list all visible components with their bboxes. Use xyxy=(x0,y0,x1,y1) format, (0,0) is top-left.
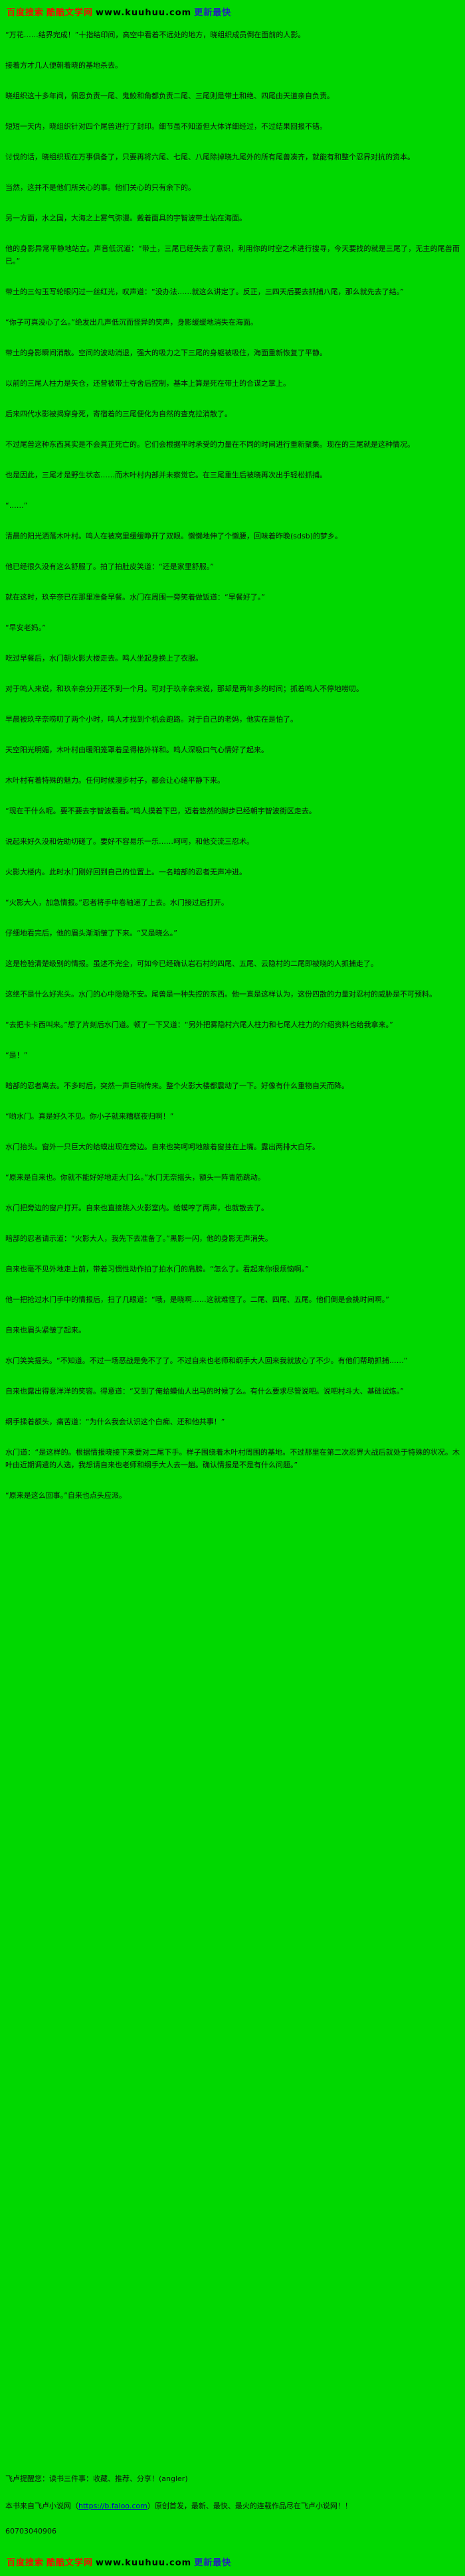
paragraph: 清晨的阳光洒落木叶村。鸣人在被窝里缓缓睁开了双眼。懒懒地伸了个懒腰，回味着昨晚(… xyxy=(5,532,343,540)
paragraph: 火影大楼内。此时水门刚好回到自己的位置上。一名暗部的忍者无声冲进。 xyxy=(5,868,246,876)
site-promo: 百度搜索 xyxy=(7,2558,45,2568)
site-name: 酷酷文学网 xyxy=(46,8,94,18)
paragraph: “你子可真没心了么。”绝发出几声低沉而怪异的笑声，身影缓缓地消失在海面。 xyxy=(5,318,258,327)
paragraph: 当然，这并不是他们所关心的事。他们关心的只有余下的。 xyxy=(5,183,195,192)
paragraph: 吃过早餐后，水门朝火影大楼走去。鸣人坐起身换上了衣服。 xyxy=(5,654,203,663)
paragraph: 水门道：“是这样的。根据情报晓接下来要对二尾下手。样子围绕着木叶村周围的基地。不… xyxy=(5,1448,460,1469)
paragraph: 水门抬头。窗外一只巨大的蛤蟆出现在旁边。自来也笑呵呵地敲着窗挂在上嘴。露出两排大… xyxy=(5,1143,320,1151)
paragraph: “……” xyxy=(5,501,28,510)
novel-body: “万花……结界完成！”十指结印间，高空中看着不远处的地方，晓组织成员倒在面前的人… xyxy=(5,22,460,2472)
site-slogan: 更新最快 xyxy=(194,8,232,18)
paragraph: 以前的三尾人柱力是矢仓，还曾被带土夺舍后控制，基本上算是死在带土的合谋之掌上。 xyxy=(5,379,290,388)
paragraph: 说起来好久没和佐助切磋了。要好不容易乐一乐……呵呵，和他交流三忍术。 xyxy=(5,837,254,846)
paragraph: 也是因此，三尾才是野生状态……而木叶村内部并未察觉它。在三尾重生后被晓再次出手轻… xyxy=(5,471,327,479)
paragraph: “去把卡卡西叫来。”想了片刻后水门道。顿了一下又道：“另外把雾隐村六尾人柱力和七… xyxy=(5,1020,393,1029)
site-name: 酷酷文学网 xyxy=(46,2558,94,2568)
paragraph: 早晨被玖辛奈唠叨了两个小时，鸣人才找到个机会跑路。对于自己的老妈，他实在是怕了。 xyxy=(5,715,298,724)
paragraph: 暗部的忍者离去。不多时后，突然一声巨响传来。整个火影大楼都震动了一下。好像有什么… xyxy=(5,1082,349,1090)
site-promo: 百度搜索 xyxy=(7,8,45,18)
paragraph: 他已经很久没有这么舒服了。拍了拍肚皮笑道：“还是家里舒服。” xyxy=(5,562,214,571)
paragraph: 自来也眉头紧皱了起来。 xyxy=(5,1326,86,1334)
source-prefix: 本书来自飞卢小说网（ xyxy=(5,2502,78,2510)
paragraph: 天空阳光明媚，木叶村由暖阳笼罩着显得格外祥和。鸣人深吸口气心情好了起来。 xyxy=(5,746,268,754)
paragraph: 讨伐的话，晓组织现在万事俱备了，只要再将六尾、七尾、八尾除掉晓九尾外的所有尾兽凑… xyxy=(5,153,415,161)
book-code: 60703040906 xyxy=(5,2527,56,2536)
paragraph: 纲手揉着额头，痛苦道：“为什么我会认识这个白痴、还和他共事！” xyxy=(5,1417,225,1426)
paragraph: 木叶村有着特殊的魅力。任何时候漫步村子，都会让心绪平静下来。 xyxy=(5,776,225,785)
paragraph: 水门把旁边的窗户打开。自来也直接跳入火影室内。蛤蟆哼了两声，也就散去了。 xyxy=(5,1204,268,1212)
paragraph: 对于鸣人来说，和玖辛奈分开还不到一个月。可对于玖辛奈来说，那却是两年多的时间；抓… xyxy=(5,684,363,693)
site-url[interactable]: www.kuuhuu.com xyxy=(96,2558,192,2568)
paragraph: “现在干什么呢。要不要去宇智波看看。”鸣人摸着下巴，迈着悠然的脚步已经朝宇智波街… xyxy=(5,807,316,815)
paragraph: 这是检验清楚级别的情报。虽述不完全，可如今已经确认岩石村的四尾、五尾、云隐村的二… xyxy=(5,959,378,968)
site-slogan: 更新最快 xyxy=(194,2558,232,2568)
paragraph: 不过尾兽这种东西其实是不会真正死亡的。它们会根据平时承受的力量在不同的时间进行重… xyxy=(5,440,415,449)
paragraph: “是！” xyxy=(5,1051,28,1060)
paragraph: 后来四代水影被揭穿身死，寄宿着的三尾便化为自然的查克拉消散了。 xyxy=(5,410,232,418)
paragraph: “早安老妈。” xyxy=(5,623,46,632)
paragraph: “原来是自来也。你就不能好好地走大门么。”水门无奈摇头，额头一阵青筋跳动。 xyxy=(5,1173,265,1182)
paragraph: “万花……结界完成！”十指结印间，高空中看着不远处的地方，晓组织成员倒在面前的人… xyxy=(5,31,306,39)
reader-reminder: 飞卢提醒您：读书三件事：收藏、推荐、分享！(angler) xyxy=(5,2474,188,2483)
paragraph: 他一把抢过水门手中的情报后，扫了几眼道：“哦，是晓啊……这就难怪了。二尾、四尾、… xyxy=(5,1295,389,1304)
paragraph: 另一方面，水之国，大海之上雾气弥漫。戴着面具的宇智波带土站在海面。 xyxy=(5,214,246,222)
paragraph: 晓组织这十多年间，佩恩负责一尾、鬼鲛和角都负责二尾、三尾则是带土和绝、四尾由天道… xyxy=(5,92,334,100)
paragraph: 这绝不是什么好兆头。水门的心中隐隐不安。尾兽是一种失控的东西。他一直是这样认为，… xyxy=(5,990,436,999)
paragraph: 暗部的忍者请示道：“火影大人，我先下去准备了。”黑影一闪，他的身影无声消失。 xyxy=(5,1234,272,1243)
paragraph: 短短一天内，晓组织针对四个尾兽进行了封印。细节虽不知道但大体详细经过，不过结果回… xyxy=(5,122,327,131)
paragraph: 水门笑笑摇头。“不知道。不过一场恶战是免不了了。不过自来也老师和纲手大人回来我就… xyxy=(5,1356,408,1365)
site-url[interactable]: www.kuuhuu.com xyxy=(96,8,192,18)
paragraph: 他的身影异常平静地站立。声音低沉道：“带土，三尾已经失去了意识，利用你的时空之术… xyxy=(5,244,460,266)
source-suffix: ）原创首发，最新、最快、最火的连载作品尽在飞卢小说网！！ xyxy=(147,2502,352,2510)
paragraph: 接着方才几人便朝着晓的基地杀去。 xyxy=(5,61,122,70)
source-line: 本书来自飞卢小说网（https://b.faloo.com）原创首发，最新、最快… xyxy=(5,2500,460,2512)
paragraph: 自来也露出得意洋洋的笑容。得意道：“又到了俺蛤蟆仙人出马的时候了么。有什么要求尽… xyxy=(5,1387,404,1396)
paragraph: 带土的三勾玉写轮眼闪过一丝红光，叹声道：“没办法……就这么讲定了。反正，三四天后… xyxy=(5,287,404,296)
paragraph: “火影大人，加急情报。”忍者将手中卷轴递了上去。水门接过后打开。 xyxy=(5,898,229,907)
faloo-link[interactable]: https://b.faloo.com xyxy=(78,2502,147,2510)
paragraph: “原来是这么回事。”自来也点头应派。 xyxy=(5,1491,126,1500)
paragraph: 就在这时，玖辛奈已在那里准备早餐。水门在周围一旁笑着做饭道：“早餐好了。” xyxy=(5,593,265,602)
paragraph: 带土的身影瞬间消散。空间的波动消退，强大的吸力之下三尾的身躯被吸住，海面重新恢复… xyxy=(5,349,327,357)
paragraph: “哟水门。真是好久不见。你小子就来糟糕夜归啊！” xyxy=(5,1112,174,1121)
paragraph: 自来也毫不见外地走上前，带着习惯性动作拍了拍水门的肩膀。“怎么了。看起来你很烦恼… xyxy=(5,1265,309,1273)
paragraph: 仔细地看完后，他的眉头渐渐皱了下来。“又是晓么。” xyxy=(5,929,177,937)
